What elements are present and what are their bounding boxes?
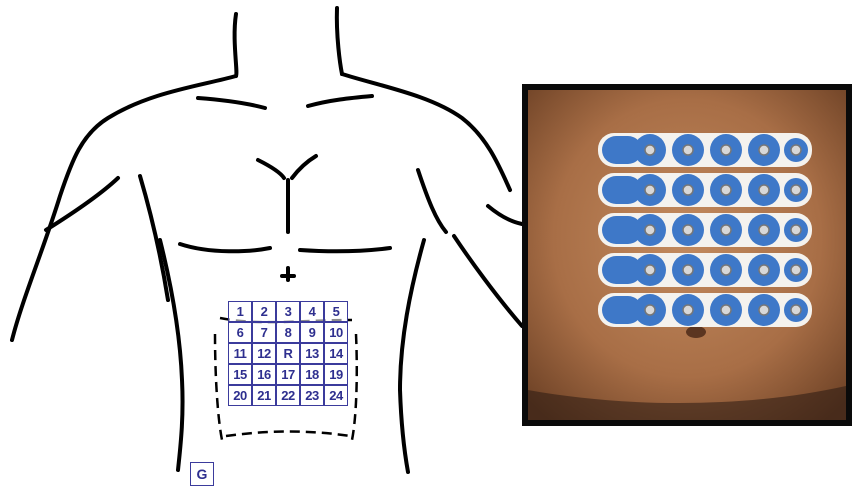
- electrode-cell: 22: [276, 385, 300, 406]
- electrode-cell: 5: [324, 301, 348, 322]
- electrode-cell: 9: [300, 322, 324, 343]
- electrode-snap: [645, 145, 655, 155]
- electrode-cell: R: [276, 343, 300, 364]
- electrode-cell: 2: [252, 301, 276, 322]
- electrode-strip: [598, 293, 812, 327]
- electrode-snap: [645, 265, 655, 275]
- electrode-snap: [645, 225, 655, 235]
- electrode-strip: [598, 253, 812, 287]
- electrode-cell: 11: [228, 343, 252, 364]
- electrode-cell: 24: [324, 385, 348, 406]
- electrode-strip: [598, 213, 812, 247]
- electrode-cell: 10: [324, 322, 348, 343]
- electrode-strip: [598, 173, 812, 207]
- electrode-snap: [683, 145, 693, 155]
- electrode-cell: 23: [300, 385, 324, 406]
- electrode-snap: [791, 145, 801, 155]
- electrode-cell: 16: [252, 364, 276, 385]
- electrode-snap: [759, 305, 769, 315]
- electrode-strip: [598, 133, 812, 167]
- electrode-cell: 6: [228, 322, 252, 343]
- electrode-cell: 17: [276, 364, 300, 385]
- electrode-cell: 12: [252, 343, 276, 364]
- electrode-snap: [645, 305, 655, 315]
- electrode-snap: [683, 225, 693, 235]
- electrode-cell: 13: [300, 343, 324, 364]
- electrode-snap: [791, 305, 801, 315]
- electrode-snap: [721, 185, 731, 195]
- electrode-cell: 1: [228, 301, 252, 322]
- electrode-snap: [759, 185, 769, 195]
- electrode-cell: 14: [324, 343, 348, 364]
- electrode-snap: [721, 305, 731, 315]
- electrode-snap: [791, 225, 801, 235]
- electrode-snap: [683, 185, 693, 195]
- electrode-cell: 8: [276, 322, 300, 343]
- electrode-cell: 4: [300, 301, 324, 322]
- electrode-snap: [759, 265, 769, 275]
- electrode-snap: [791, 265, 801, 275]
- electrode-snap: [721, 225, 731, 235]
- electrode-snap: [721, 145, 731, 155]
- electrode-cell: 15: [228, 364, 252, 385]
- electrode-snap: [683, 265, 693, 275]
- electrode-snap: [683, 305, 693, 315]
- electrode-snap: [759, 225, 769, 235]
- navel: [686, 326, 706, 338]
- electrode-snap: [645, 185, 655, 195]
- electrode-snap: [721, 265, 731, 275]
- electrode-cell: 21: [252, 385, 276, 406]
- electrode-photo: [522, 84, 852, 426]
- electrode-cell: 18: [300, 364, 324, 385]
- electrode-cell: 3: [276, 301, 300, 322]
- electrode-snap: [759, 145, 769, 155]
- ground-electrode-label: G: [190, 462, 214, 486]
- electrode-snap: [791, 185, 801, 195]
- abdomen-photo-illustration: [528, 90, 846, 420]
- electrode-cell: 7: [252, 322, 276, 343]
- electrode-cell: 19: [324, 364, 348, 385]
- electrode-cell: 20: [228, 385, 252, 406]
